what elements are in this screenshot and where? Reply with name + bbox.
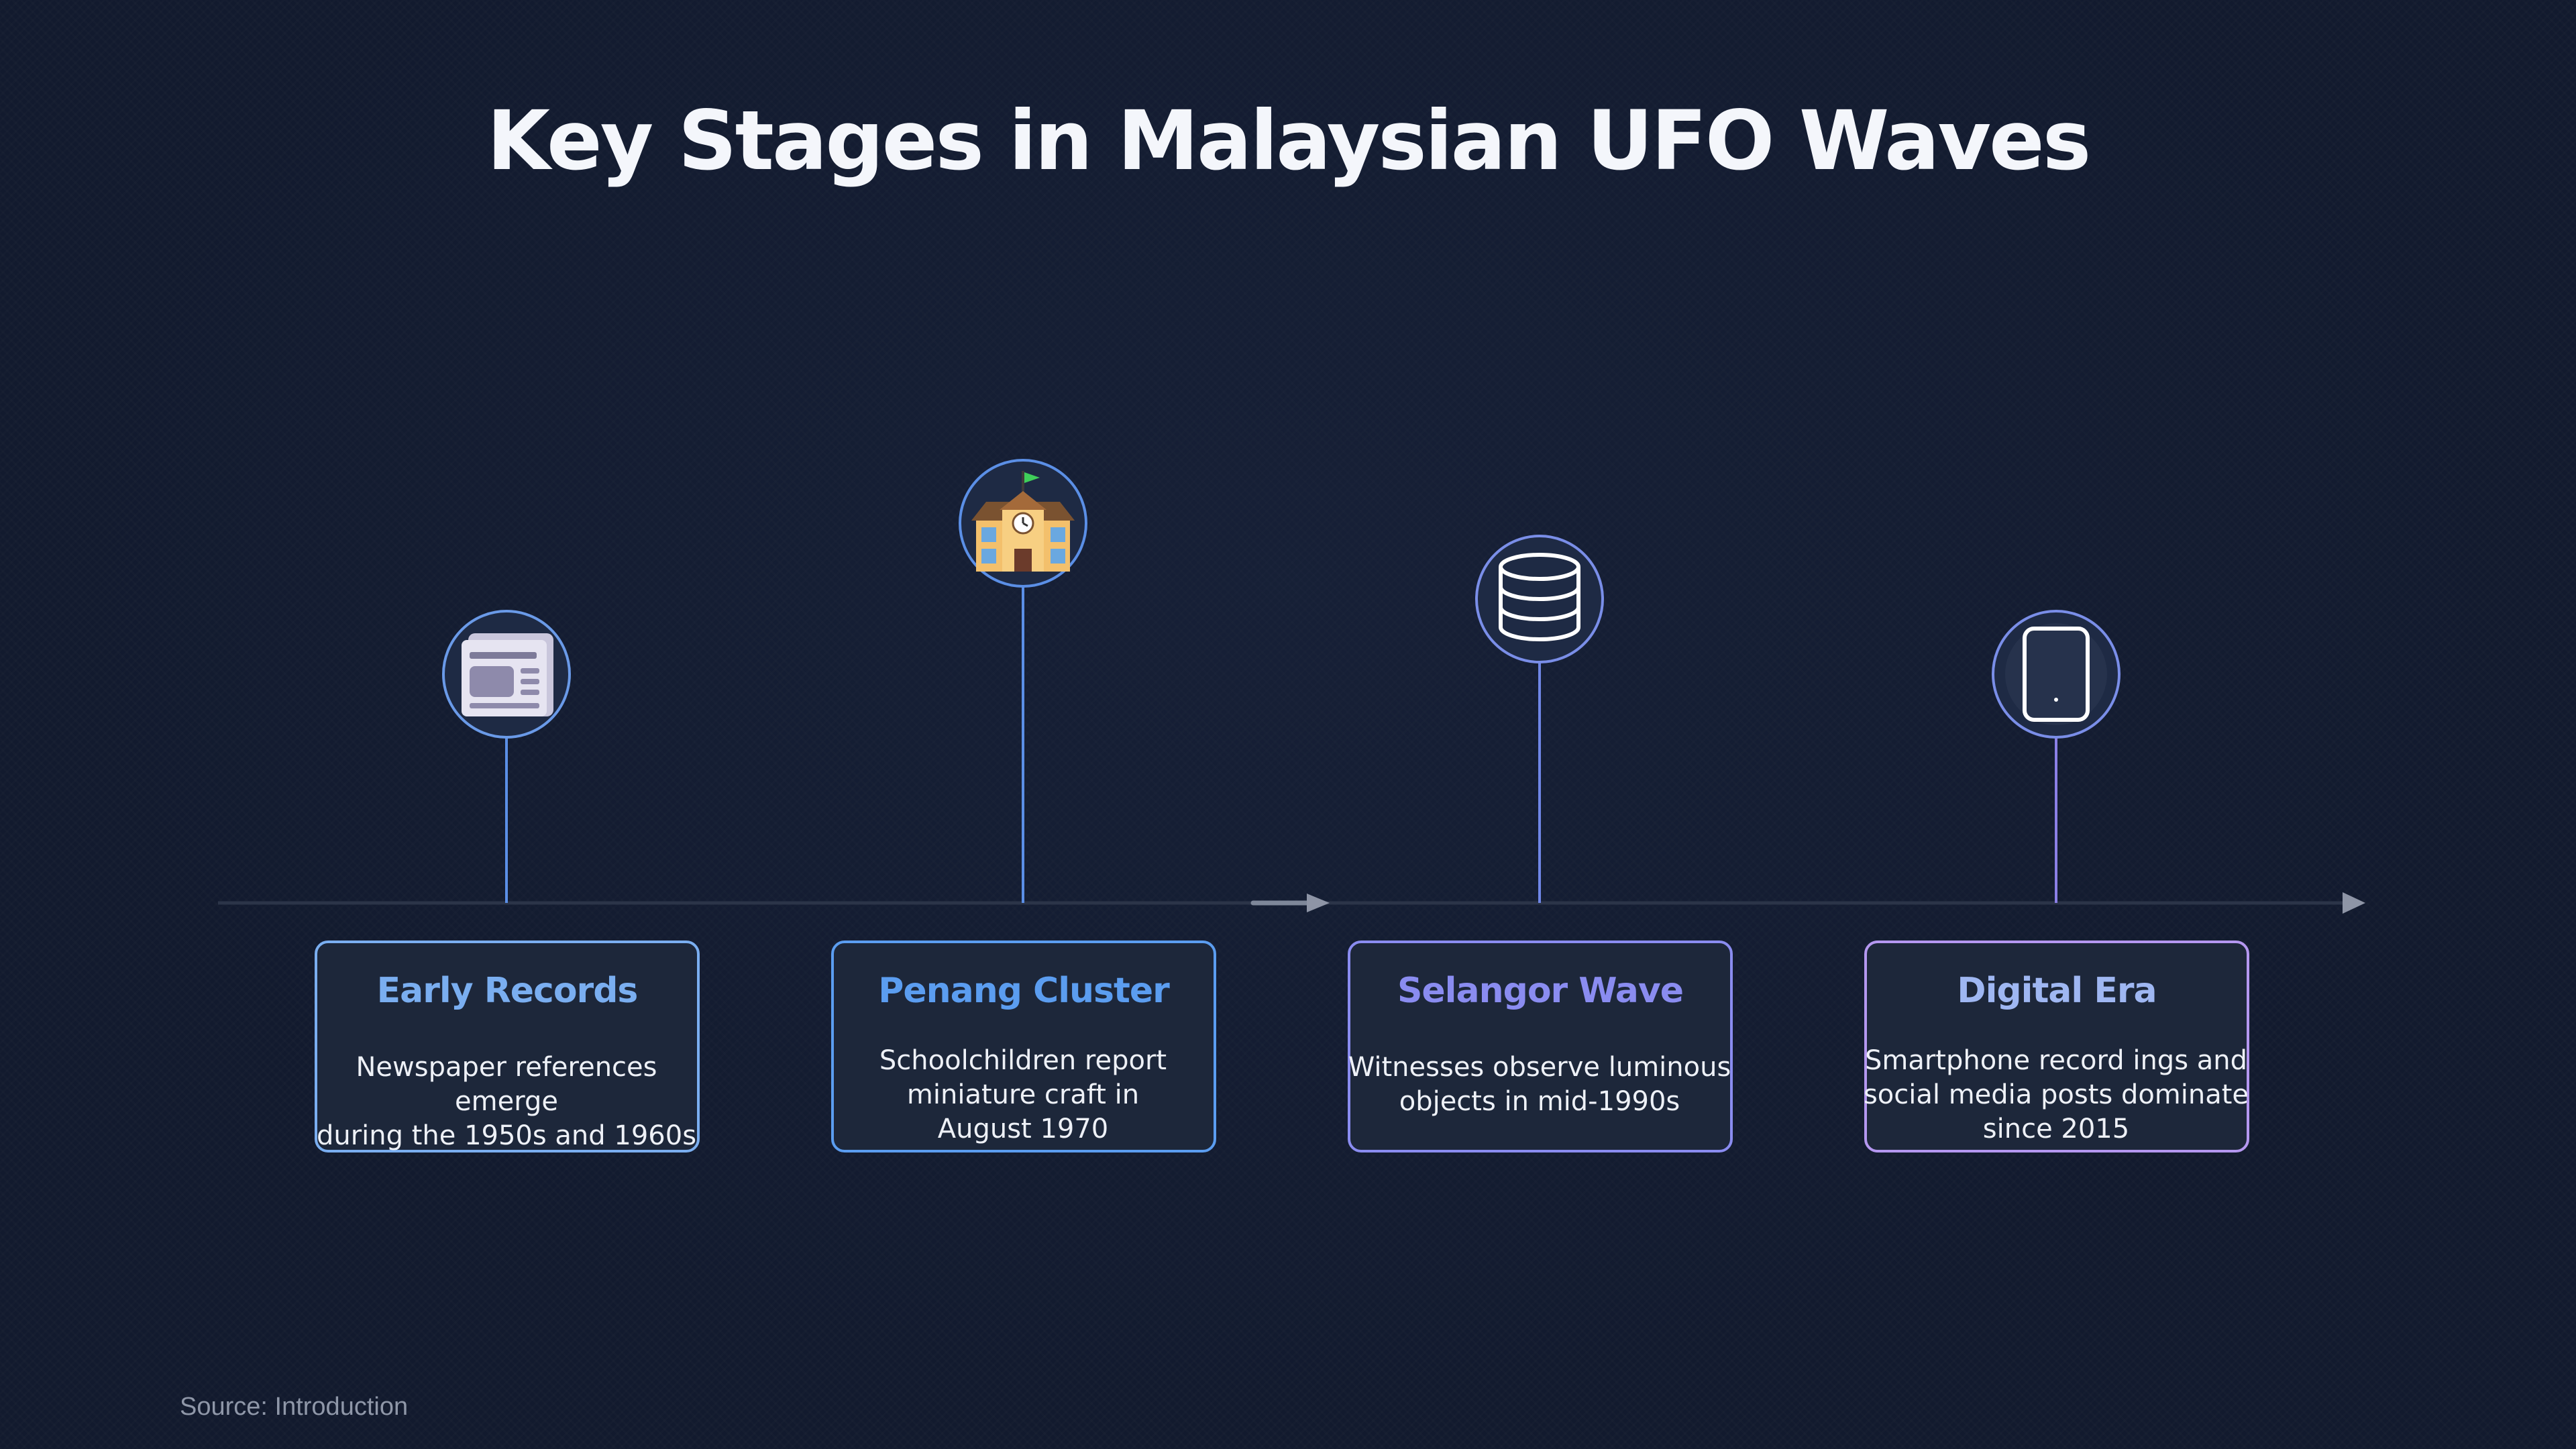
stage-heading-digital-era: Digital Era	[1957, 971, 2157, 1011]
database-icon	[1499, 553, 1580, 641]
description-line: Schoolchildren report	[879, 1045, 1167, 1076]
stage-heading-early-records: Early Records	[376, 971, 639, 1011]
stage-description-digital-era: Smartphone record ings and social media …	[1851, 1044, 2261, 1146]
stage-penang-cluster	[831, 459, 1216, 1152]
stage-digital-era	[1864, 610, 2249, 1152]
stage-early-records	[315, 610, 700, 1152]
newspaper-icon	[462, 633, 553, 716]
stage-heading-selangor-wave: Selangor Wave	[1397, 971, 1684, 1011]
stage-description-selangor-wave: Witnesses observe luminous objects in mi…	[1335, 1051, 1744, 1119]
stage-description-early-records: Newspaper references emerge during the 1…	[302, 1051, 711, 1153]
school-icon	[971, 471, 1075, 572]
description-line: August 1970	[937, 1114, 1109, 1144]
page-title: Key Stages in Malaysian UFO Waves	[486, 93, 2092, 189]
description-line: miniature craft in	[906, 1079, 1140, 1110]
icon-inner-circle	[2005, 623, 2107, 725]
stage-selangor-wave	[1348, 535, 1733, 1152]
description-line: since 2015	[1982, 1114, 2130, 1144]
timeline-end-arrow	[2343, 892, 2365, 914]
description-line: Witnesses observe luminous	[1348, 1052, 1731, 1083]
stage-card	[315, 941, 700, 1152]
description-line: during the 1950s and 1960s	[316, 1120, 697, 1151]
stage-heading-penang-cluster: Penang Cluster	[878, 971, 1170, 1011]
stage-card	[1864, 941, 2249, 1152]
description-line: Smartphone record ings and	[1864, 1045, 2248, 1076]
source-note: Source: Introduction	[180, 1393, 409, 1421]
smartphone-icon	[2023, 627, 2090, 722]
timeline-mid-arrow-head	[1307, 894, 1330, 912]
stage-card	[1348, 941, 1733, 1152]
stage-description-penang-cluster: Schoolchildren report miniature craft in…	[818, 1044, 1228, 1146]
description-line: social media posts dominate	[1863, 1079, 2249, 1110]
description-line: Newspaper references emerge	[356, 1052, 657, 1117]
stage-card	[831, 941, 1216, 1152]
description-line: objects in mid-1990s	[1399, 1086, 1680, 1117]
